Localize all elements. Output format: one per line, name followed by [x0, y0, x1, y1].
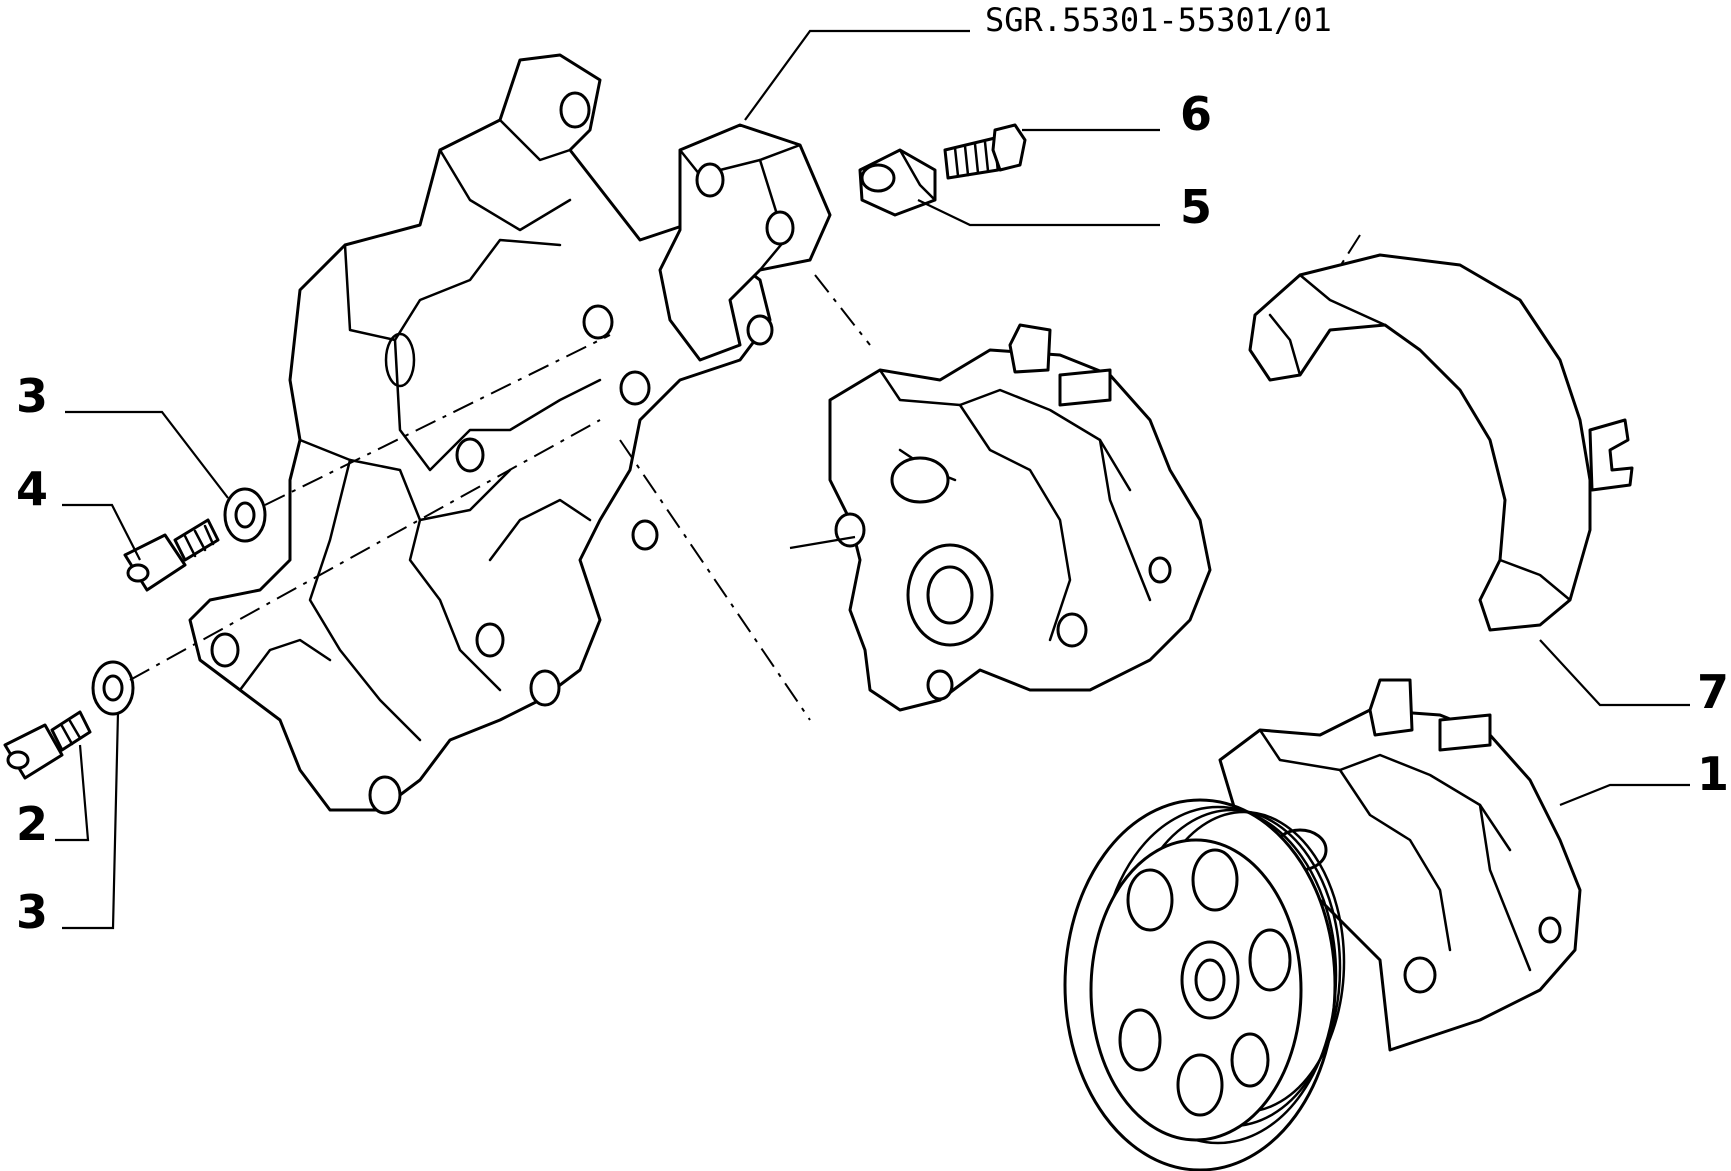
- leader-3-upper: [65, 410, 229, 499]
- callout-3-upper: 3: [16, 369, 48, 423]
- callout-5: 5: [1180, 180, 1212, 234]
- callout-7: 7: [1697, 665, 1729, 719]
- assembly-axis-pump-top: [814, 274, 871, 346]
- callout-3-lower: 3: [16, 885, 48, 939]
- reference-code: SGR.55301-55301/01: [985, 1, 1332, 39]
- leader-3-lower: [62, 711, 120, 930]
- leader-pump-hole: [789, 535, 856, 550]
- callout-4: 4: [16, 462, 48, 516]
- leader-5: [917, 199, 1160, 227]
- callout-2: 2: [16, 797, 48, 851]
- upper-bracket-block: [658, 123, 832, 362]
- bolt-part-2: [3, 710, 92, 780]
- pump-body-exploded: [828, 323, 1212, 712]
- callout-6: 6: [1180, 87, 1212, 141]
- callout-1: 1: [1697, 747, 1729, 801]
- washer-upper-part-3: [223, 487, 267, 543]
- sleeve-part-5: [858, 148, 937, 217]
- assembly-axis-lower: [129, 419, 601, 681]
- leader-4: [62, 503, 141, 561]
- leader-1: [1559, 783, 1690, 807]
- pump-assembly-part-1: [1063, 678, 1582, 1171]
- leader-2: [55, 744, 90, 842]
- washer-lower-part-3: [91, 660, 135, 716]
- assembly-axis-pump-bottom: [619, 439, 811, 721]
- bolt-part-4: [123, 518, 220, 592]
- mounting-bracket: [188, 53, 772, 815]
- reference-leader: [744, 29, 970, 121]
- heat-shield-part-7: [1248, 253, 1634, 632]
- bolt-part-6: [943, 123, 1027, 180]
- leader-7: [1539, 639, 1690, 707]
